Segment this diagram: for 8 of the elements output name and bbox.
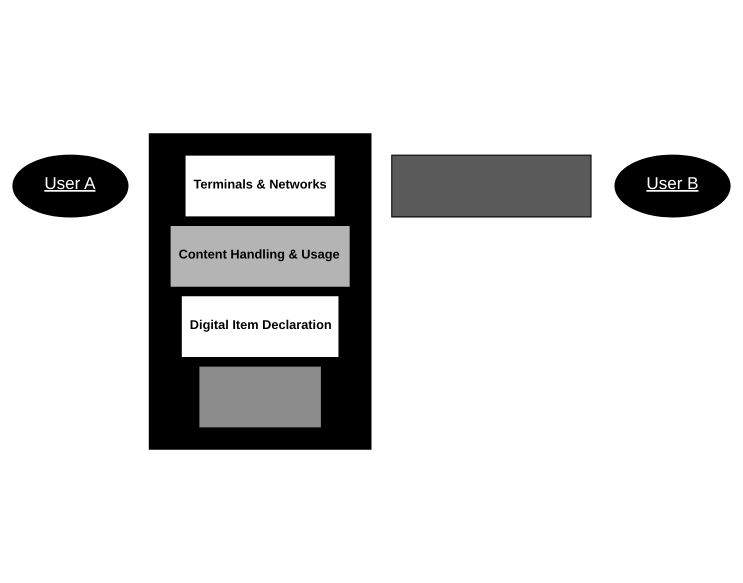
cluster [148,133,372,450]
node-ellipse: User B [614,154,731,218]
node-box: Terminals & Networks [184,154,336,218]
node-box: Digital Item Declaration [180,295,340,358]
node-box [198,366,322,428]
node-box [391,154,592,218]
node-box: Content Handling & Usage [170,224,351,288]
node-ellipse: User A [12,154,129,218]
